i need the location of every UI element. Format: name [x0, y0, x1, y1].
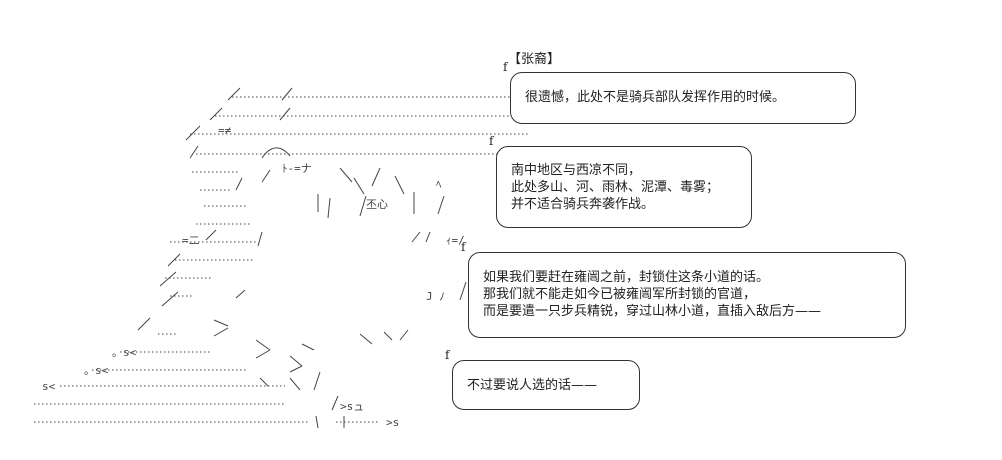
speech-bubble-1: f 很遗憾，此处不是骑兵部队发挥作用的时候。 — [503, 60, 856, 124]
speech-bubble-4: f 不过要说人选的话—— — [445, 348, 640, 410]
svg-text:>s: >s — [386, 416, 399, 429]
bubble-line: 那我们就不能走如今已被雍闿军所封锁的官道， — [483, 287, 757, 302]
svg-text:。s<: 。s< — [112, 346, 137, 359]
bubble-tail-icon: f — [445, 348, 450, 362]
svg-text:J ﾉ: J ﾉ — [426, 290, 445, 303]
speaker-name: 【张裔】 — [508, 52, 561, 67]
bubble-tail-icon: f — [489, 134, 494, 148]
bubble-line: 很遗憾，此处不是骑兵部队发挥作用的时候。 — [525, 90, 786, 105]
bubble-line: 而是要遣一只步兵精锐，穿过山林小道，直插入敌后方—— — [483, 304, 822, 319]
svg-text:。s<: 。s< — [84, 364, 109, 377]
svg-text:=≠: =≠ — [218, 124, 232, 137]
bubble-tail-icon: f — [461, 240, 466, 254]
bubble-line: 如果我们要赶在雍闿之前，封锁住这条小道的话。 — [483, 270, 770, 285]
bubble-line: 此处多山、河、雨林、泥潭、毒雾； — [511, 180, 720, 195]
svg-text:s<: s< — [42, 380, 56, 393]
bubble-line: 并不适合骑兵奔袭作战。 — [511, 197, 655, 212]
speech-bubble-3: f 如果我们要赶在雍闿之前，封锁住这条小道的话。 那我们就不能走如今已被雍闿军所… — [461, 240, 906, 338]
svg-text:ﾄ-=ナ: ﾄ-=ナ — [282, 162, 312, 175]
bubble-line: 不过要说人选的话—— — [467, 378, 598, 393]
bubble-line: 南中地区与西凉不同， — [511, 163, 642, 178]
svg-text:丕心: 丕心 — [366, 198, 388, 211]
bubble-tail-icon: f — [503, 60, 508, 74]
svg-text:>sュ: >sュ — [340, 400, 364, 413]
svg-text:ﾍ: ﾍ — [436, 178, 442, 191]
svg-text:=二: =二 — [182, 234, 200, 247]
speech-bubble-2: f 南中地区与西凉不同， 此处多山、河、雨林、泥潭、毒雾； 并不适合骑兵奔袭作战… — [489, 134, 752, 228]
svg-text:ｨ=/: ｨ=/ — [446, 234, 465, 247]
